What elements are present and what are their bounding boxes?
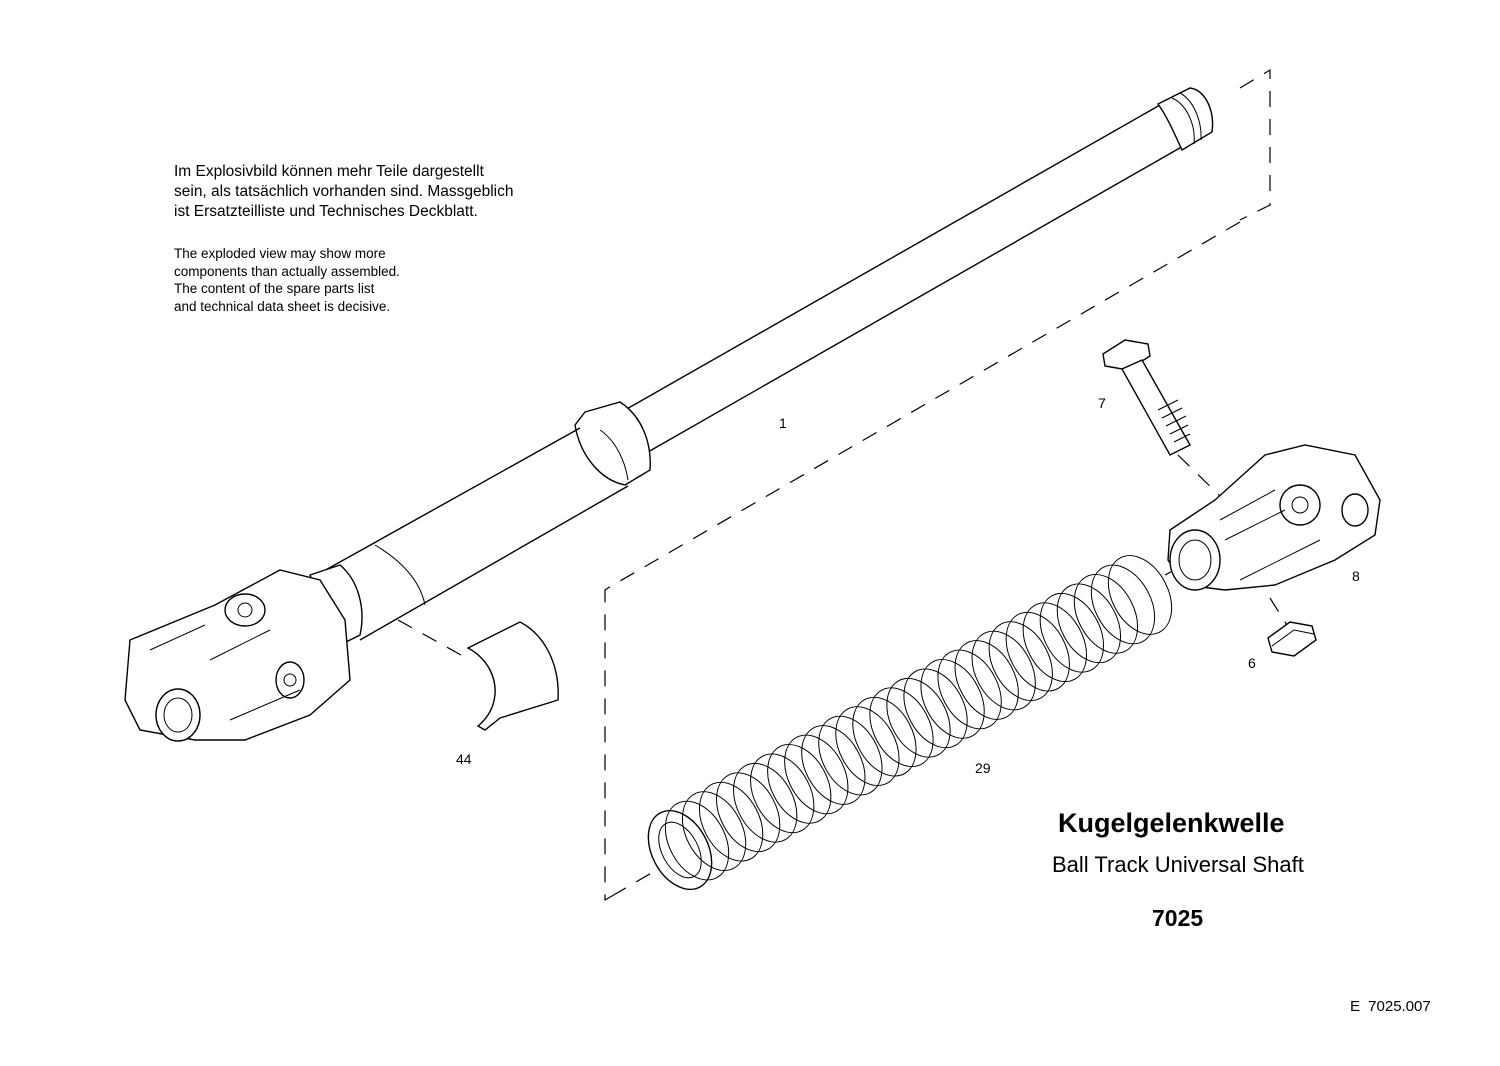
nut-part-6 (1267, 621, 1317, 657)
bellows-coil (971, 630, 1036, 711)
bellows-part-29 (647, 555, 1173, 891)
bellows-coil (1056, 583, 1122, 664)
bellows-coil (835, 706, 900, 786)
bellows-coil (1022, 602, 1087, 683)
disclaimer-english-line: components than actually assembled. (174, 263, 400, 279)
sleeve-part-44 (466, 621, 559, 731)
disclaimer-german-line: ist Ersatzteilliste und Technisches Deck… (174, 203, 478, 220)
bellows-coil (954, 640, 1019, 720)
bellows-coil (1039, 592, 1104, 673)
bellows-coil (920, 659, 985, 739)
bolt-part-7 (1102, 339, 1191, 456)
bellows-coil (886, 677, 951, 758)
drawing-reference: E 7025.007 (1350, 998, 1431, 1015)
bellows-coil (767, 744, 832, 824)
bellows-opening (658, 821, 702, 879)
bellows-coil (988, 621, 1053, 701)
bellows-coil (784, 734, 849, 815)
callout-bolt: 7 (1098, 395, 1106, 411)
bellows-coil (818, 715, 883, 796)
disclaimer-english-line: The content of the spare parts list (174, 281, 375, 296)
bellows-coil (750, 753, 815, 834)
callout-nut: 6 (1248, 655, 1256, 671)
bellows-coil (733, 762, 798, 843)
disclaimer-english-line: and technical data sheet is decisive. (174, 298, 391, 314)
disclaimer-german-line: Im Explosivbild können mehr Teile darges… (174, 163, 484, 180)
bellows-coil (664, 800, 730, 881)
bellows-coil (1005, 611, 1070, 692)
bellows-coil (698, 781, 764, 862)
title-english: Ball Track Universal Shaft (1052, 852, 1304, 877)
bellows-coil (903, 668, 968, 749)
disclaimer-english: The exploded view may show more componen… (174, 245, 400, 315)
bellows-coil (716, 772, 781, 853)
group-number: 7025 (1152, 905, 1204, 931)
title-german: Kugelgelenkwelle (1058, 808, 1285, 838)
bellows-coil (1107, 555, 1173, 635)
bellows-coil (937, 649, 1002, 730)
disclaimer-english-line: The exploded view may show more (174, 246, 386, 261)
bellows-coil (1073, 574, 1139, 654)
joint-part-8 (1167, 444, 1381, 591)
bellows-coil (681, 791, 747, 871)
bellows-coil (647, 809, 713, 891)
callout-joint: 8 (1352, 568, 1360, 584)
bellows-coil (852, 696, 917, 777)
bellows-coil (869, 687, 934, 768)
bellows-coil (1090, 564, 1156, 645)
callout-bellows: 29 (975, 760, 991, 776)
disclaimer-german: Im Explosivbild können mehr Teile darges… (174, 162, 513, 222)
shaft-part-1 (309, 87, 1214, 651)
disclaimer-german-line: sein, als tatsächlich vorhanden sind. Ma… (174, 183, 514, 200)
assembly-guide-lines (397, 68, 1291, 902)
left-universal-joint (124, 569, 351, 742)
callout-sleeve: 44 (456, 751, 472, 767)
bellows-coil (801, 725, 866, 805)
callout-shaft: 1 (779, 415, 787, 431)
